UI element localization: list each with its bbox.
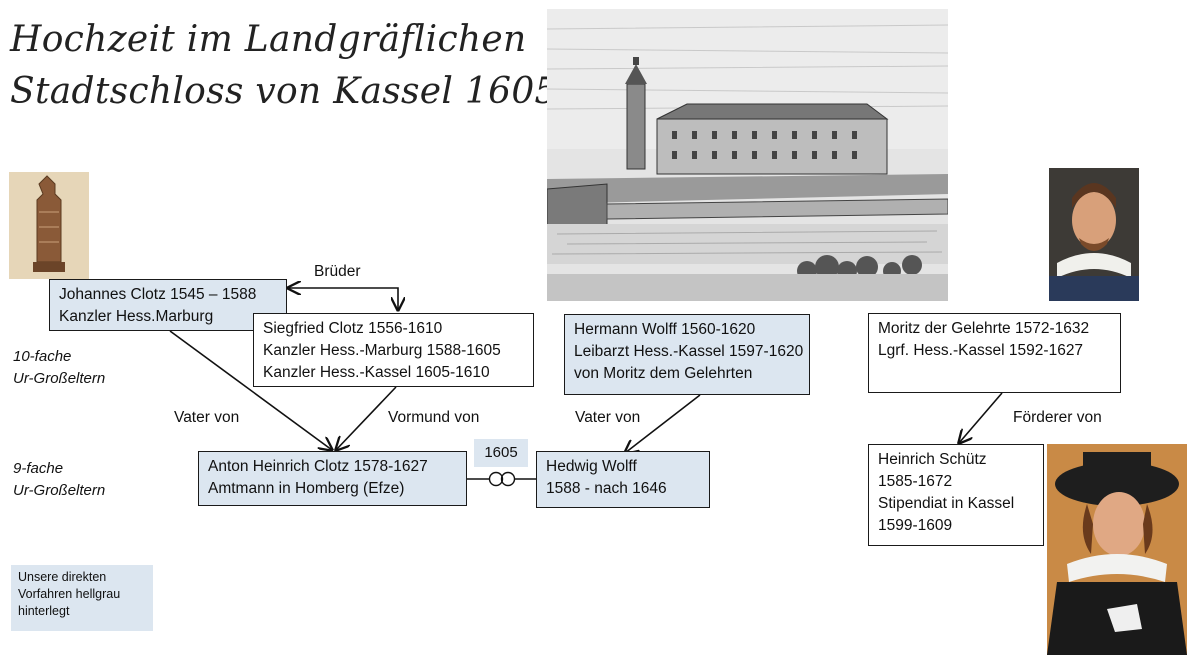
father-label-1: Vater von <box>174 409 240 426</box>
father-arrow-hermann <box>625 394 701 453</box>
title-line-2: Stadtschloss von Kassel 1605 <box>10 71 558 112</box>
father-arrow-johannes <box>169 330 332 450</box>
person-box-siegfried: Siegfried Clotz 1556-1610 Kanzler Hess.-… <box>253 313 534 387</box>
person-box-hermann: Hermann Wolff 1560-1620 Leibarzt Hess.-K… <box>564 314 810 395</box>
person-box-moritz: Moritz der Gelehrte 1572-1632 Lgrf. Hess… <box>868 313 1121 393</box>
heinrich-role: Stipendiat in Kassel <box>878 495 1015 512</box>
anton-name: Anton Heinrich Clotz 1578-1627 <box>208 458 428 475</box>
generation-10-line1: 10-fache <box>13 348 72 365</box>
generation-10-label: 10-fache Ur-Großeltern <box>13 346 105 390</box>
legend-line-3: hinterlegt <box>18 604 70 618</box>
monument-photo <box>9 172 89 279</box>
guardian-label: Vormund von <box>388 409 480 426</box>
hedwig-dates: 1588 - nach 1646 <box>546 480 667 497</box>
legend-line-1: Unsere direkten <box>18 570 107 584</box>
brothers-label: Brüder <box>314 263 361 280</box>
title-line-1: Hochzeit im Landgräflichen <box>10 19 527 60</box>
moritz-portrait <box>1049 168 1139 301</box>
generation-9-line2: Ur-Großeltern <box>13 482 106 499</box>
hermann-role-1: Leibarzt Hess.-Kassel 1597-1620 <box>574 343 804 360</box>
siegfried-role-2: Kanzler Hess.-Kassel 1605-1610 <box>263 364 490 381</box>
person-box-hedwig: Hedwig Wolff 1588 - nach 1646 <box>536 451 710 508</box>
hermann-role-2: von Moritz dem Gelehrten <box>574 365 753 382</box>
siegfried-role-1: Kanzler Hess.-Marburg 1588-1605 <box>263 342 501 359</box>
generation-10-line2: Ur-Großeltern <box>13 370 106 387</box>
marriage-ring-right <box>500 471 516 487</box>
heinrich-name: Heinrich Schütz <box>878 451 987 468</box>
marriage-ring-left <box>488 471 504 487</box>
heinrich-dates: 1585-1672 <box>878 473 953 490</box>
castle-engraving-image <box>547 9 948 301</box>
legend-line-2: Vorfahren hellgrau <box>18 587 121 601</box>
father-label-2: Vater von <box>575 409 641 426</box>
guardian-arrow-siegfried <box>336 386 397 450</box>
moritz-name: Moritz der Gelehrte 1572-1632 <box>878 320 1090 337</box>
person-box-johannes: Johannes Clotz 1545 – 1588 Kanzler Hess.… <box>49 279 287 331</box>
person-box-anton: Anton Heinrich Clotz 1578-1627 Amtmann i… <box>198 451 467 506</box>
hermann-name: Hermann Wolff 1560-1620 <box>574 321 756 338</box>
heinrich-role-dates: 1599-1609 <box>878 517 953 534</box>
anton-role: Amtmann in Homberg (Efze) <box>208 480 405 497</box>
patron-arrow-moritz <box>959 392 1003 443</box>
generation-9-label: 9-fache Ur-Großeltern <box>13 458 105 502</box>
siegfried-name: Siegfried Clotz 1556-1610 <box>263 320 443 337</box>
page-title: Hochzeit im Landgräflichen Stadtschloss … <box>10 14 558 118</box>
legend-box: Unsere direkten Vorfahren hellgrau hinte… <box>11 565 153 631</box>
marriage-year-badge: 1605 <box>474 439 528 467</box>
person-box-heinrich: Heinrich Schütz 1585-1672 Stipendiat in … <box>868 444 1044 546</box>
schuetz-portrait <box>1047 444 1187 655</box>
johannes-name: Johannes Clotz 1545 – 1588 <box>59 286 257 303</box>
hedwig-name: Hedwig Wolff <box>546 458 637 475</box>
moritz-role: Lgrf. Hess.-Kassel 1592-1627 <box>878 342 1084 359</box>
brothers-arrow <box>288 288 398 310</box>
generation-9-line1: 9-fache <box>13 460 64 477</box>
johannes-role: Kanzler Hess.Marburg <box>59 308 214 325</box>
patron-label: Förderer von <box>1013 409 1102 426</box>
